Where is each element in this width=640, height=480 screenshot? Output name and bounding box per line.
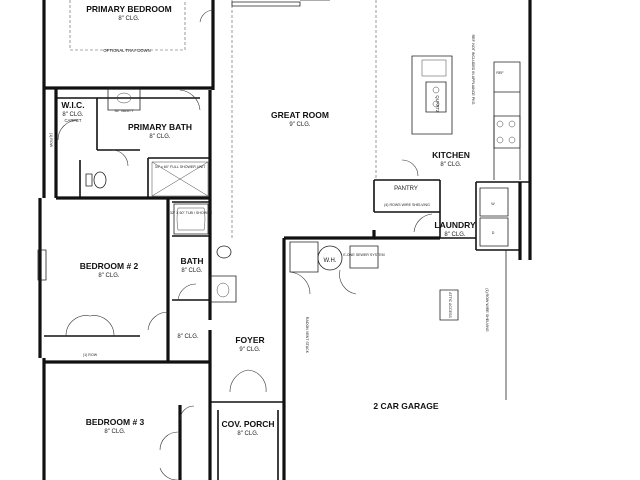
bedroom2-clg: 8" CLG. xyxy=(98,273,119,279)
walls xyxy=(38,0,532,480)
primary-bath-vanity: 36" VANITY xyxy=(115,109,135,113)
laundry-washer: W xyxy=(491,202,495,206)
kitchen-ref: REF xyxy=(496,71,504,75)
hall-clg: 8" CLG. xyxy=(177,334,198,340)
garage-name: 2 CAR GARAGE xyxy=(373,401,439,411)
wic-name: W.I.C. xyxy=(61,100,84,110)
laundry-name: LAUNDRY xyxy=(434,220,476,230)
great-room-name: GREAT ROOM xyxy=(271,110,329,120)
kitchen-clg: 8" CLG. xyxy=(440,162,461,168)
primary-bedroom-name: PRIMARY BEDROOM xyxy=(86,4,171,14)
kitchen-name: KITCHEN xyxy=(432,150,470,160)
pantry-name: PANTRY xyxy=(394,186,418,192)
laundry-shelving: (1) ROW WIRE SHELVING xyxy=(485,288,489,332)
bath-tub: 32" X 60" TUB / SHOWER xyxy=(170,211,213,215)
porch-name: COV. PORCH xyxy=(221,419,274,429)
primary-bath-clg: 8" CLG. xyxy=(149,134,170,140)
primary-bath-shower: 34" x 60" FULL SHOWER UNIT xyxy=(155,165,206,169)
great-room-clg: 9" CLG. xyxy=(289,122,310,128)
room-labels: PRIMARY BEDROOM 8" CLG. OPTIONAL TRAY DO… xyxy=(49,4,504,437)
foyer-clg: 9" CLG. xyxy=(239,347,260,353)
wic-clg: 8" CLG. xyxy=(62,112,83,118)
garage-radon: RADON VENT STACK xyxy=(305,317,309,354)
bedroom3-name: BEDROOM # 3 xyxy=(86,417,145,427)
bedroom3-clg: 8" CLG. xyxy=(104,429,125,435)
details xyxy=(37,0,521,480)
garage-attic: ATTIC ACCESS xyxy=(448,292,452,318)
porch-clg: 8" CLG. xyxy=(237,431,258,437)
bedroom2-closet-note: (1) ROW xyxy=(83,353,98,357)
garage-sewer: E-ONE SEWER SYSTEM xyxy=(343,253,384,257)
wic-note: CARPET xyxy=(65,118,82,123)
primary-bath-name: PRIMARY BATH xyxy=(128,122,192,132)
primary-bedroom-clg: 8" CLG. xyxy=(118,16,139,22)
wic-closet-row: (1) ROW xyxy=(49,133,53,148)
kitchen-island: QUARTZ xyxy=(435,95,440,113)
kitchen-ref-note: REF. NOT INCLUDED IN APPLIANCE PKG. xyxy=(471,35,475,106)
bath-name: BATH xyxy=(181,256,204,266)
pantry-note: (4) ROWS WIRE SHELVING xyxy=(384,203,430,207)
bedroom2-name: BEDROOM # 2 xyxy=(80,261,139,271)
laundry-clg: 8" CLG. xyxy=(444,232,465,238)
foyer-name: FOYER xyxy=(235,335,264,345)
primary-bedroom-note: OPTIONAL TRAY DOWN xyxy=(103,48,150,53)
laundry-dryer: D xyxy=(492,231,495,235)
bath-clg: 8" CLG. xyxy=(181,268,202,274)
garage-wh: W.H. xyxy=(324,258,337,264)
